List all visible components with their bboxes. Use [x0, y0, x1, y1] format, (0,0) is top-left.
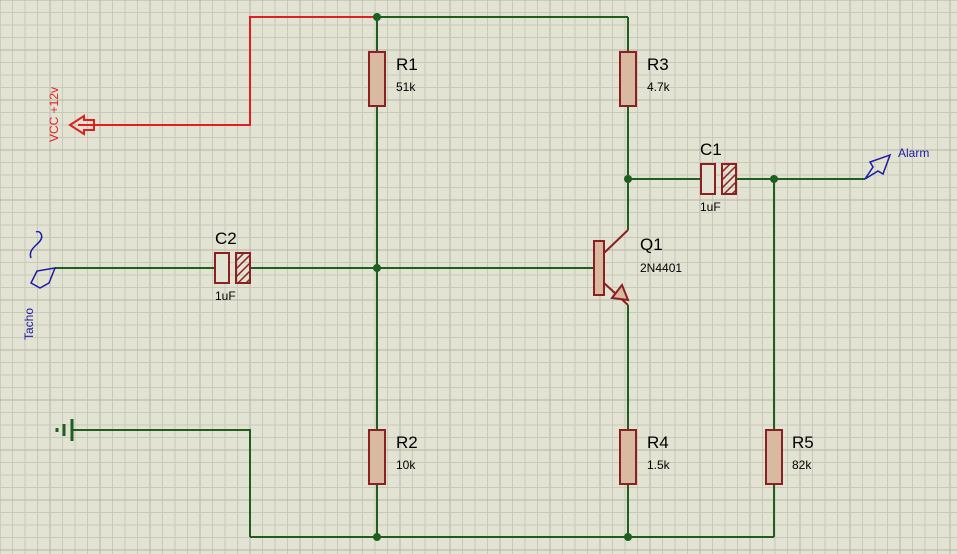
- vcc-wire[interactable]: [78, 16, 377, 126]
- junction-dot: [373, 533, 381, 541]
- r4-value-label: 1.5k: [647, 458, 671, 472]
- c2-value-label: 1uF: [215, 289, 236, 303]
- r3-ref-label: R3: [647, 55, 669, 74]
- resistor-r5[interactable]: R5 82k: [765, 429, 814, 485]
- vcc-label: VCC +12v: [47, 87, 61, 142]
- wires: [55, 16, 865, 538]
- r1-ref-label: R1: [396, 55, 418, 74]
- ground-wire[interactable]: [72, 429, 251, 537]
- junction-dot: [373, 264, 381, 272]
- resistor-body: [368, 51, 386, 107]
- resistor-r2[interactable]: R2 10k: [368, 429, 418, 485]
- capacitor-hatch: [721, 163, 737, 195]
- capacitor-c1[interactable]: C1 1uF: [700, 140, 737, 214]
- junction-dot: [624, 175, 632, 183]
- sine-wave-icon: [29, 230, 43, 259]
- q1-value-label: 2N4401: [640, 261, 682, 275]
- resistor-body: [619, 51, 637, 107]
- resistor-r4[interactable]: R4 1.5k: [619, 429, 671, 485]
- resistor-r3[interactable]: R3 4.7k: [619, 51, 671, 107]
- capacitor-c2[interactable]: C2 1uF: [214, 229, 251, 303]
- junctions: [373, 13, 778, 541]
- r1-value-label: 51k: [396, 80, 416, 94]
- resistor-body: [368, 429, 386, 485]
- junction-dot: [373, 13, 381, 21]
- r5-value-label: 82k: [792, 458, 812, 472]
- junction-dot: [770, 175, 778, 183]
- r2-ref-label: R2: [396, 433, 418, 452]
- r2-value-label: 10k: [396, 458, 416, 472]
- transistor-q1[interactable]: Q1 2N4401: [593, 229, 682, 306]
- q1-ref-label: Q1: [640, 235, 663, 254]
- resistor-body: [619, 429, 637, 485]
- capacitor-hatch: [235, 252, 251, 284]
- emitter-arrow: [610, 282, 630, 302]
- vcc-terminal[interactable]: VCC +12v: [47, 87, 95, 142]
- capacitor-plate: [700, 163, 716, 195]
- alarm-arrow-icon: [864, 153, 892, 180]
- tacho-label: Tacho: [22, 308, 36, 340]
- c1-ref-label: C1: [700, 140, 722, 159]
- alarm-label: Alarm: [898, 146, 929, 160]
- r5-ref-label: R5: [792, 433, 814, 452]
- c2-ref-label: C2: [215, 229, 237, 248]
- ground-terminal[interactable]: [55, 419, 74, 441]
- tacho-terminal[interactable]: Tacho: [22, 230, 57, 340]
- junction-dot: [624, 533, 632, 541]
- r3-value-label: 4.7k: [647, 80, 671, 94]
- vcc-arrow-icon: [68, 114, 95, 136]
- collector-lead: [603, 229, 629, 254]
- tacho-arrow-icon: [30, 267, 57, 289]
- alarm-terminal[interactable]: Alarm: [864, 146, 929, 180]
- capacitor-plate: [214, 252, 230, 284]
- c1-value-label: 1uF: [700, 200, 721, 214]
- resistor-body: [765, 429, 783, 485]
- transistor-base-bar: [593, 240, 605, 296]
- resistor-r1[interactable]: R1 51k: [368, 51, 418, 107]
- r4-ref-label: R4: [647, 433, 669, 452]
